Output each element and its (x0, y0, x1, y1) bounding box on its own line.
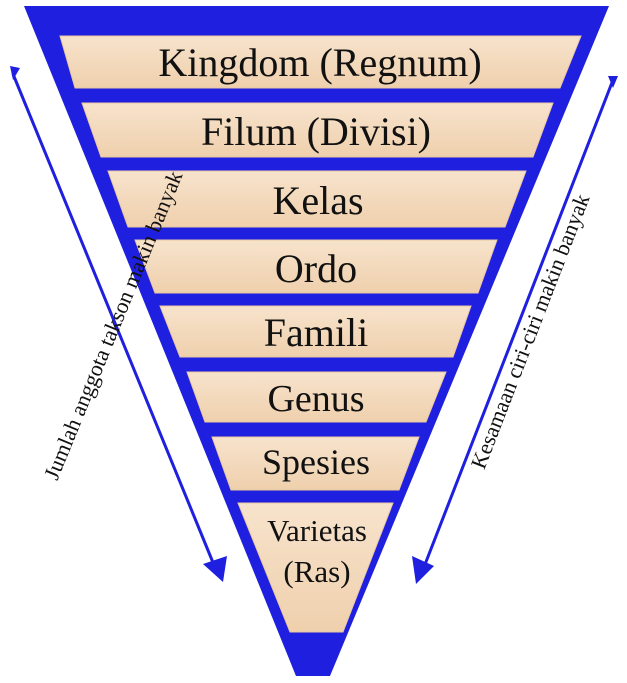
level-label-filum: Filum (Divisi) (201, 109, 431, 154)
level-label-varietas-line2: (Ras) (283, 554, 350, 589)
level-band-genus (186, 371, 447, 423)
level-band-kelas (107, 170, 527, 228)
level-band-kingdom (59, 35, 582, 89)
level-band-varietas (237, 502, 394, 633)
level-band-ordo (134, 239, 498, 294)
level-label-varietas-line1: Varietas (267, 513, 367, 548)
level-label-kelas: Kelas (272, 178, 363, 223)
left-arrow-head-icon (203, 556, 227, 582)
level-label-kingdom: Kingdom (Regnum) (158, 40, 481, 85)
right-arrow-tail-icon (608, 76, 618, 88)
level-bands (59, 35, 582, 633)
right-arrow-shaft (422, 79, 615, 568)
level-band-filum (81, 102, 554, 158)
level-labels: Kingdom (Regnum) Filum (Divisi) Kelas Or… (158, 40, 481, 589)
level-label-ordo: Ordo (275, 246, 357, 291)
level-label-famili: Famili (264, 310, 368, 355)
level-band-spesies (211, 436, 420, 491)
left-arrow-shaft (11, 73, 216, 566)
level-band-famili (159, 305, 472, 358)
level-label-genus: Genus (267, 378, 364, 420)
right-arrow-head-icon (412, 556, 434, 584)
level-label-spesies: Spesies (262, 442, 370, 482)
left-arrow-tail-icon (10, 66, 20, 80)
